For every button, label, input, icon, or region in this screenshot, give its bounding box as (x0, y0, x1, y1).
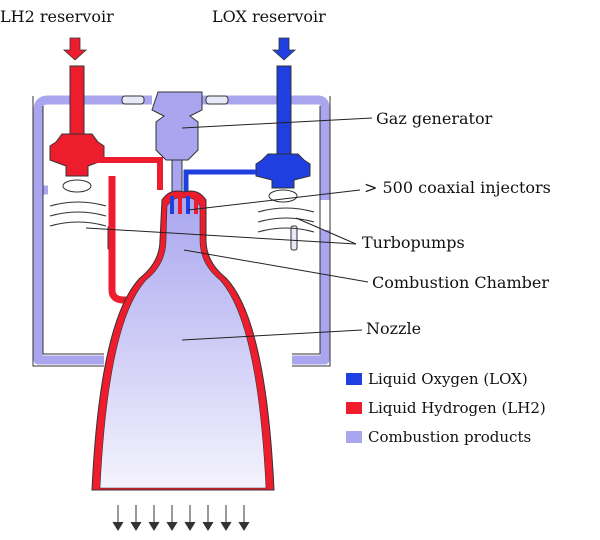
legend-swatch-lox (346, 373, 362, 385)
lox-reservoir-label: LOX reservoir (212, 7, 326, 26)
lox-feed-line (276, 65, 292, 157)
lh2-to-nozzle-line (108, 176, 140, 304)
nozzle (99, 197, 267, 489)
valve-top-left (121, 95, 145, 105)
down-arrow-icon (271, 37, 297, 61)
lh2-to-chamber-line (88, 157, 163, 190)
lh2-reservoir-label: LH2 reservoir (0, 7, 114, 26)
exhaust-arrows (112, 505, 250, 531)
gas-generator (151, 91, 203, 161)
leader-lines (85, 117, 373, 341)
exhaust-arrow-icon (184, 505, 196, 531)
valve-top-right (205, 95, 229, 105)
lh2-turbopump (49, 133, 105, 177)
legend-label-lox: Liquid Oxygen (LOX) (368, 370, 528, 388)
turbopumps-label: Turbopumps (362, 233, 465, 252)
exhaust-arrow-icon (220, 505, 232, 531)
lh2-pump-rotor-icon (62, 179, 92, 193)
nozzle-label: Nozzle (366, 319, 421, 338)
coaxial-injectors (170, 196, 198, 214)
down-arrow-icon (62, 37, 88, 61)
exhaust-arrow-icon (202, 505, 214, 531)
lh2-feed-line (69, 65, 85, 137)
exhaust-arrow-icon (238, 505, 250, 531)
exhaust-arrow-icon (148, 505, 160, 531)
gas-generator-label: Gaz generator (376, 109, 493, 128)
legend-label-lh2: Liquid Hydrogen (LH2) (368, 399, 546, 417)
exhaust-arrow-icon (130, 505, 142, 531)
left-turbine-coil (49, 201, 107, 227)
legend-swatch-combustion (346, 431, 362, 443)
lox-turbopump (255, 153, 311, 189)
injectors-label: > 500 coaxial injectors (364, 178, 551, 197)
lox-pump-rotor-icon (268, 189, 298, 203)
combustion-chamber-label: Combustion Chamber (372, 273, 549, 292)
outer-duct-frame (33, 95, 330, 365)
exhaust-arrow-icon (112, 505, 124, 531)
valve-right-side (290, 225, 298, 251)
outer-duct-outline (32, 96, 331, 367)
exhaust-arrow-icon (166, 505, 178, 531)
legend: Liquid Oxygen (LOX) Liquid Hydrogen (LH2… (346, 370, 546, 446)
right-turbine-coil (257, 207, 315, 233)
legend-swatch-lh2 (346, 402, 362, 414)
legend-label-combustion: Combustion products (368, 428, 531, 446)
